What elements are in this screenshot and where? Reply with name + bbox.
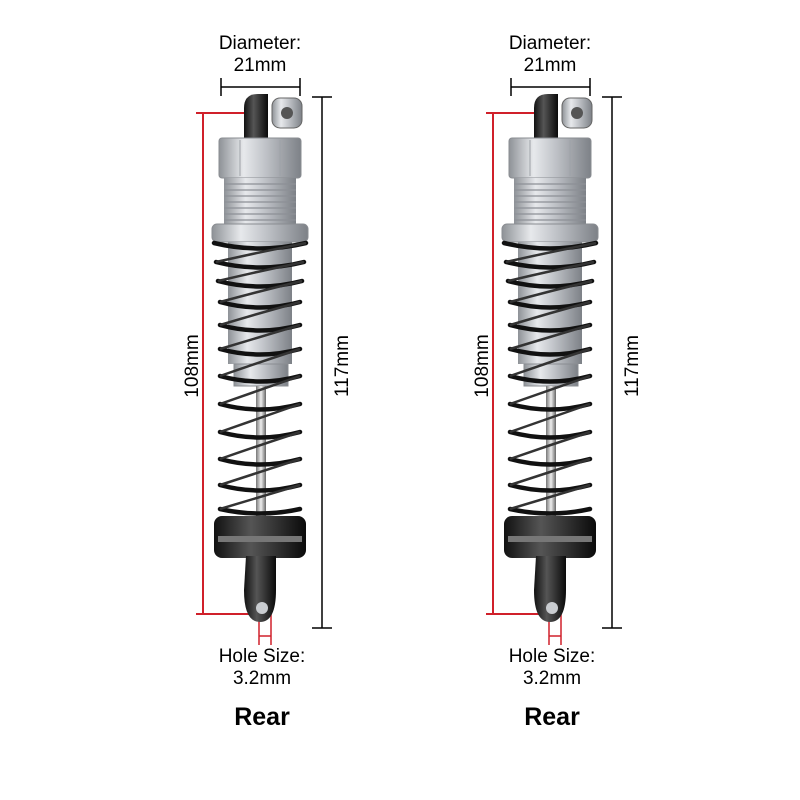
shock-absorber-image bbox=[486, 78, 622, 645]
length-inner-label: 108mm bbox=[472, 334, 493, 398]
length-outer-label: 117mm bbox=[622, 335, 643, 397]
diameter-value: 21mm bbox=[233, 55, 287, 76]
shock-right: Diameter: 21mm 108mm 117mm Hole Size: 3.… bbox=[290, 0, 690, 800]
diameter-label: Diameter: bbox=[508, 33, 592, 54]
diameter-label: Diameter: bbox=[218, 33, 302, 54]
diameter-value: 21mm bbox=[523, 55, 577, 76]
hole-size-value: 3.2mm bbox=[522, 668, 582, 689]
position-label: Rear bbox=[524, 703, 580, 731]
hole-size-value: 3.2mm bbox=[232, 668, 292, 689]
hole-size-label: Hole Size: bbox=[508, 646, 596, 667]
position-label: Rear bbox=[234, 703, 290, 731]
hole-size-label: Hole Size: bbox=[218, 646, 306, 667]
shock-left: Diameter: 21mm 108mm 117mm Hole Size: 3.… bbox=[182, 33, 353, 731]
shock-absorber-image bbox=[196, 78, 332, 645]
length-inner-label: 108mm bbox=[182, 334, 203, 398]
